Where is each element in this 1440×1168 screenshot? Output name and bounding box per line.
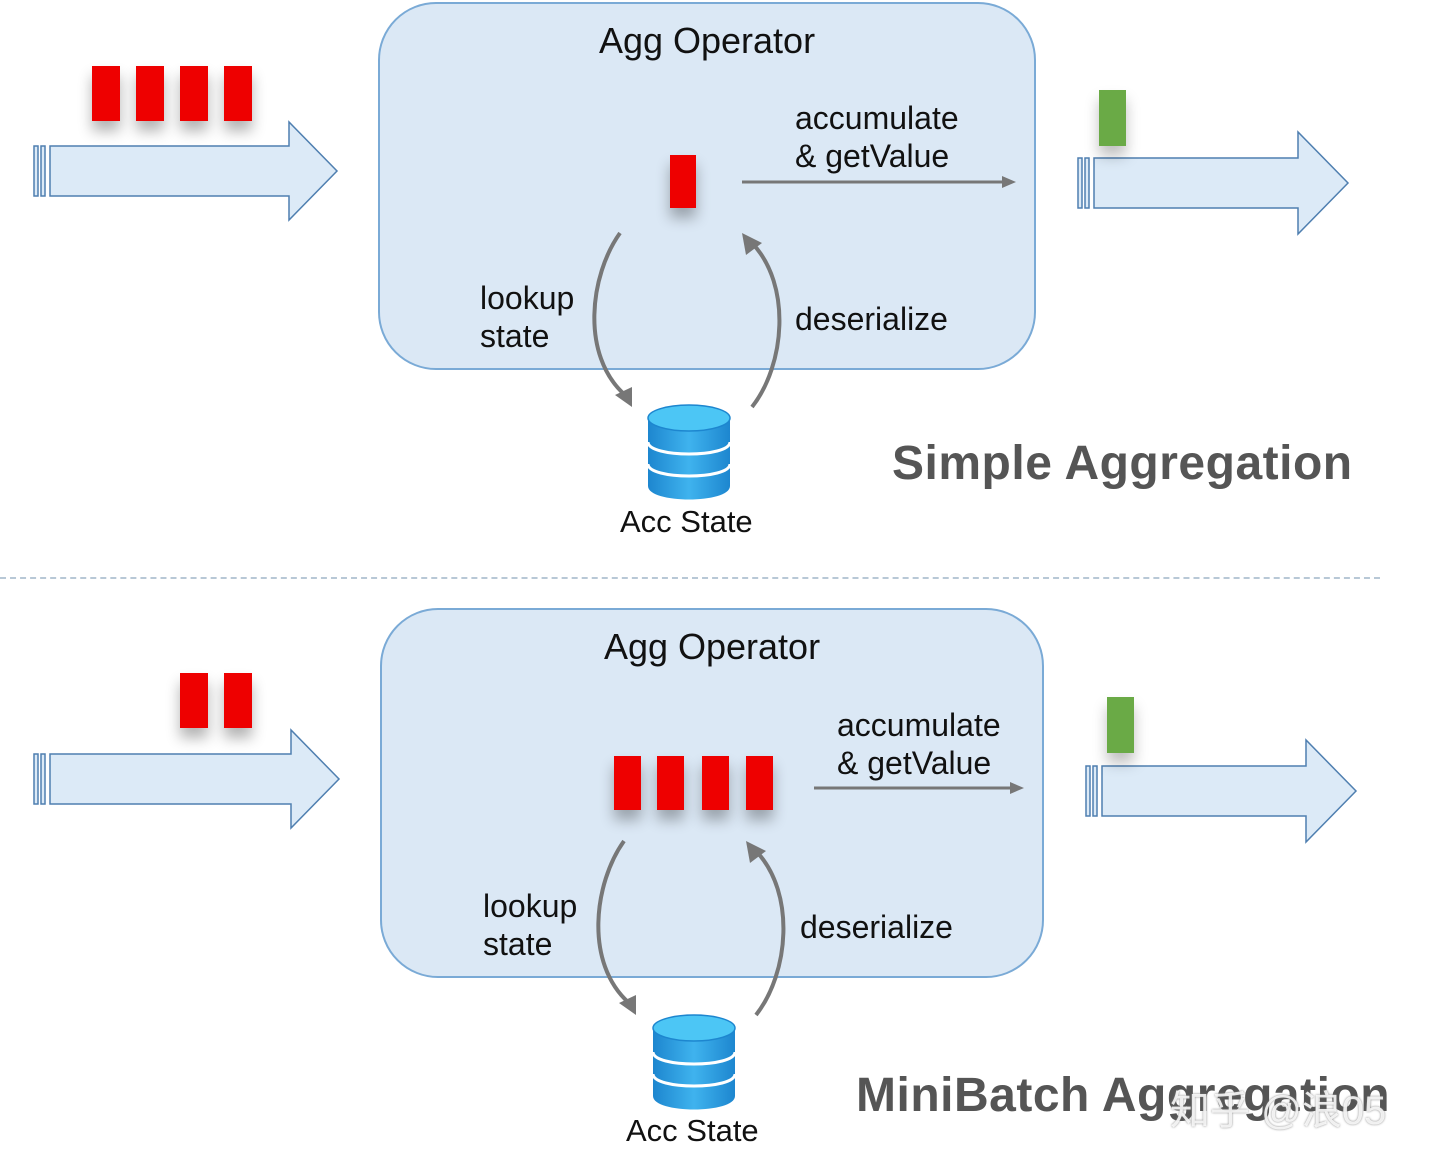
deserialize-label: deserialize <box>800 909 953 945</box>
minibatch-aggregation-title: MiniBatch Aggregation <box>856 1069 1391 1122</box>
input-stream-arrow-icon <box>33 120 339 222</box>
output-record <box>1107 697 1134 753</box>
accumulate-label: accumulate <box>795 100 959 136</box>
input-record <box>180 66 208 121</box>
lookup-label: lookup <box>483 888 578 924</box>
accumulate-label: accumulate <box>837 707 1001 743</box>
accumulate-flow-arrow-icon <box>742 176 1016 188</box>
section-divider <box>0 577 1380 579</box>
input-record <box>180 673 208 728</box>
acc-state-label: Acc State <box>620 504 753 539</box>
getvalue-label: & getValue <box>837 745 992 781</box>
accumulate-flow-arrow-icon <box>814 782 1024 794</box>
state-label: state <box>483 926 553 962</box>
cycle-arrow-icon <box>592 231 782 409</box>
deserialize-label: deserialize <box>795 301 948 337</box>
operator-title: Agg Operator <box>603 626 821 667</box>
state-label: state <box>480 318 550 354</box>
simple-aggregation-title: Simple Aggregation <box>892 437 1353 490</box>
output-stream-arrow-icon <box>1077 130 1350 236</box>
operator-title: Agg Operator <box>598 20 816 61</box>
watermark: 知乎 @浪05 <box>1170 1089 1387 1133</box>
input-record <box>92 66 120 121</box>
processing-record <box>746 756 773 810</box>
minibatch-aggregation-panel: Agg Operator accumulate & getValue looku… <box>0 578 1440 1168</box>
cycle-arrow-icon <box>596 839 786 1017</box>
simple-aggregation-panel: Agg Operator accumulate & getValue looku… <box>0 0 1440 578</box>
agg-operator-box: Agg Operator <box>380 608 1044 978</box>
input-stream-arrow-icon <box>33 728 341 830</box>
input-record <box>224 673 252 728</box>
processing-record <box>614 756 641 810</box>
getvalue-label: & getValue <box>795 138 950 174</box>
processing-record <box>657 756 684 810</box>
input-record <box>136 66 164 121</box>
processing-record <box>702 756 729 810</box>
lookup-label: lookup <box>480 280 575 316</box>
database-icon <box>646 404 732 500</box>
processing-record <box>670 155 696 208</box>
input-record <box>224 66 252 121</box>
output-stream-arrow-icon <box>1085 738 1358 844</box>
acc-state-label: Acc State <box>626 1113 759 1148</box>
output-record <box>1099 90 1126 146</box>
agg-operator-box: Agg Operator <box>378 2 1036 370</box>
database-icon <box>651 1014 737 1110</box>
